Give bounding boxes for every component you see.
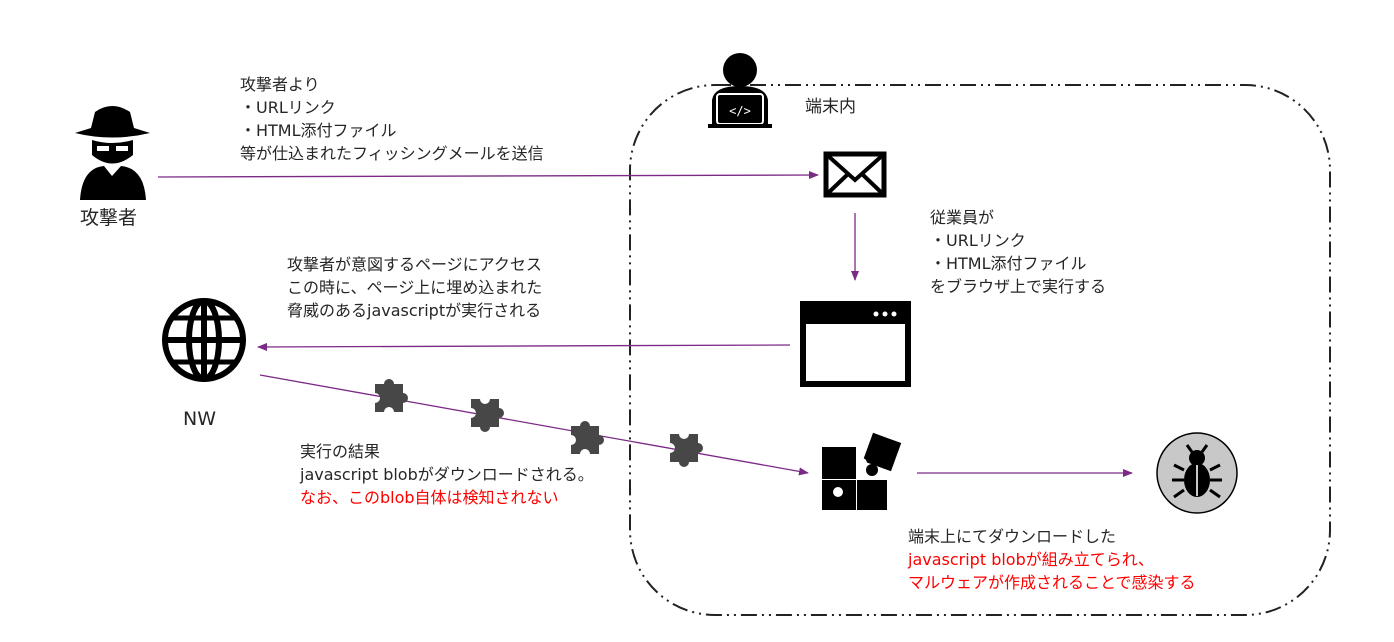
- employee-laptop-icon: </>: [708, 53, 772, 128]
- browser-window-icon: [800, 301, 911, 387]
- employee-note: 従業員が ・URLリンク ・HTML添付ファイル をブラウザ上で実行する: [930, 208, 1107, 296]
- puzzle-piece-icon: [670, 434, 703, 467]
- mail-icon: [823, 151, 887, 198]
- globe-icon: [162, 298, 246, 382]
- svg-text:</>: </>: [729, 104, 751, 118]
- access-arrow: [257, 342, 791, 351]
- bug-icon: [1156, 432, 1238, 514]
- puzzle-piece-icon: [375, 379, 408, 412]
- attacker-icon: [75, 106, 150, 200]
- phishing-note: 攻撃者より ・URLリンク ・HTML添付ファイル 等が仕込まれたフィッシングメ…: [240, 75, 544, 163]
- phishing-arrow: [157, 171, 819, 180]
- assemble-note: 端末上にてダウンロードした javascript blobが組み立てられ、 マル…: [908, 527, 1196, 592]
- attacker-label: 攻撃者: [80, 207, 138, 229]
- assembled-puzzle-icon: [822, 432, 902, 510]
- device-label: 端末内: [805, 97, 856, 117]
- download-note: 実行の結果 javascript blobがダウンロードされる。 なお、このbl…: [300, 442, 594, 507]
- puzzle-piece-icon: [471, 399, 504, 432]
- device-boundary: [629, 84, 1331, 616]
- network-label: NW: [183, 408, 216, 430]
- access-note: 攻撃者が意図するページにアクセス この時に、ページ上に埋め込まれた 脅威のあるj…: [287, 255, 543, 320]
- download-arrow: [259, 374, 809, 476]
